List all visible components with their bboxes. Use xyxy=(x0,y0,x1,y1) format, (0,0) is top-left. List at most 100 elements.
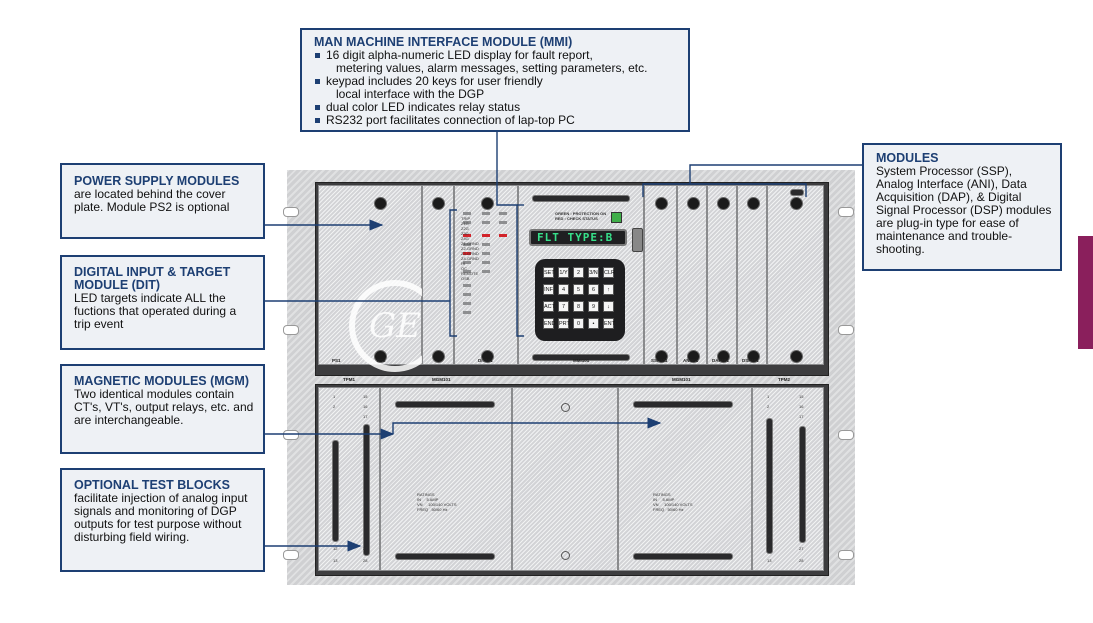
screw-icon xyxy=(432,197,445,210)
test-block-slot xyxy=(766,418,773,554)
list-item: 16 digit alpha-numeric LED display for f… xyxy=(314,49,680,75)
callout-title: MAN MACHINE INTERFACE MODULE (MMI) xyxy=(314,35,573,49)
rack-mount-hole xyxy=(283,550,299,560)
rs232-port[interactable] xyxy=(632,228,643,252)
label-mgm-right: MGM101 xyxy=(672,377,691,382)
keypad-key[interactable]: PRT xyxy=(558,318,570,329)
keypad-key[interactable]: END xyxy=(543,318,556,329)
keypad-key[interactable]: 0 xyxy=(573,318,584,329)
keypad-key[interactable]: ↑ xyxy=(603,284,614,295)
leader-line-mmi xyxy=(496,132,524,337)
list-item: dual color LED indicates relay status xyxy=(314,101,680,114)
keypad-key[interactable]: ENT xyxy=(603,318,615,329)
callout-power-supply: POWER SUPPLY MODULES are located behind … xyxy=(60,163,265,239)
keypad-key[interactable]: 3/N xyxy=(588,267,599,278)
keypad-key[interactable]: ↓ xyxy=(603,301,614,312)
keypad-key[interactable]: 9 xyxy=(588,301,599,312)
test-block-slot xyxy=(799,426,806,543)
center-blank-panel xyxy=(512,387,618,571)
callout-mgm: MAGNETIC MODULES (MGM) Two identical mod… xyxy=(60,364,265,454)
callout-test-blocks: OPTIONAL TEST BLOCKS facilitate injectio… xyxy=(60,468,265,572)
mgm-module-left: RATINGS IN 5 AMP VN 100/140 VOLTS FREQ 5… xyxy=(380,387,512,571)
screw-icon xyxy=(432,350,445,363)
screw-icon xyxy=(687,197,700,210)
screw-icon xyxy=(747,197,760,210)
ratings-label: RATINGS IN 5 AMP VN 100/140 VOLTS FREQ 5… xyxy=(653,492,693,512)
callout-title: MAGNETIC MODULES (MGM) xyxy=(74,374,249,388)
callout-body: LED targets indicate ALL the fuctions th… xyxy=(74,291,237,331)
callout-title: DIGITAL INPUT & TARGET MODULE (DIT) xyxy=(74,265,231,292)
test-block-right: 1 2 11 12 13 15 16 17 27 28 xyxy=(752,387,824,571)
screw-icon xyxy=(374,197,387,210)
handle-slot xyxy=(395,553,495,560)
screw-icon xyxy=(747,350,760,363)
handle-slot xyxy=(633,401,733,408)
dit-led-labels: TRIP Z1G Z2G Z3G Z4G Z1-GRND Z2-GRND Z3-… xyxy=(461,216,479,281)
keypad-key[interactable]: SET xyxy=(543,267,555,278)
test-block-slot xyxy=(332,440,339,542)
relay-rack: GE TRIP Z1G Z2G Z3G Z4G Z1-GRND Z2-GRND … xyxy=(283,170,855,585)
callout-body: Two identical modules contain CT's, VT's… xyxy=(74,387,254,427)
screw-icon xyxy=(790,350,803,363)
rack-mount-hole xyxy=(838,550,854,560)
module-label-dit: DIT101 xyxy=(478,358,493,363)
callout-title: MODULES xyxy=(876,151,939,165)
callout-dit: DIGITAL INPUT & TARGET MODULE (DIT) LED … xyxy=(60,255,265,350)
handle-slot xyxy=(532,354,630,361)
callout-modules: MODULES System Processor (SSP), Analog I… xyxy=(862,143,1062,271)
alphanumeric-display: FLT TYPE:B xyxy=(529,229,627,246)
ani-module xyxy=(677,185,707,365)
screw-icon xyxy=(481,350,494,363)
screw-icon xyxy=(717,197,730,210)
mgm-module-right: RATINGS IN 5 AMP VN 100/140 VOLTS FREQ 5… xyxy=(618,387,752,571)
module-label-dsp: DSP101 xyxy=(742,358,759,363)
keypad-key[interactable]: 1/Y xyxy=(558,267,569,278)
keypad-key[interactable]: • xyxy=(588,318,599,329)
bracket-modules xyxy=(642,183,807,197)
label-tpm2: TPM2 xyxy=(778,377,791,382)
keypad-key[interactable]: 4 xyxy=(558,284,569,295)
rack-mount-hole xyxy=(838,325,854,335)
callout-body: facilitate injection of analog input sig… xyxy=(74,491,248,544)
label-mgm-left: MGM101 xyxy=(432,377,451,382)
screw-icon xyxy=(374,350,387,363)
dap-module xyxy=(707,185,737,365)
fastener-icon xyxy=(561,403,570,412)
handle-slot xyxy=(633,553,733,560)
module-label-mmi: MMI101 xyxy=(573,358,590,363)
list-item: RS232 port facilitates connection of lap… xyxy=(314,114,680,127)
dsp-module xyxy=(737,185,767,365)
callout-title: POWER SUPPLY MODULES xyxy=(74,174,240,188)
list-item: keypad includes 20 keys for user friendl… xyxy=(314,75,680,101)
power-supply-cover-plate: GE xyxy=(318,185,441,372)
callout-body: System Processor (SSP), Analog Interface… xyxy=(876,164,1052,256)
keypad-key[interactable]: INF xyxy=(543,284,554,295)
test-block-slot xyxy=(363,424,370,556)
keypad-key[interactable]: CLR xyxy=(603,267,615,278)
screw-icon xyxy=(655,350,668,363)
screw-icon xyxy=(481,197,494,210)
rack-mount-hole xyxy=(838,207,854,217)
side-tab xyxy=(1078,236,1093,349)
keypad-key[interactable]: 5 xyxy=(573,284,584,295)
leader-line-modules xyxy=(689,164,862,184)
keypad-key[interactable]: 6 xyxy=(588,284,599,295)
bracket-dit xyxy=(449,209,457,337)
blank-module xyxy=(767,185,824,365)
module-label-ps1: PS1 xyxy=(332,358,341,363)
test-block-left: 1 2 11 12 13 15 16 17 27 28 xyxy=(318,387,380,571)
callout-mmi: MAN MACHINE INTERFACE MODULE (MMI) 16 di… xyxy=(300,28,690,132)
module-label-ani: ANI101 xyxy=(683,358,699,363)
ssp-module xyxy=(644,185,677,365)
keypad-key[interactable]: 8 xyxy=(573,301,584,312)
module-label-dap: DAP101 xyxy=(712,358,730,363)
screw-icon xyxy=(655,197,668,210)
keypad-key[interactable]: 2 xyxy=(573,267,584,278)
status-led xyxy=(611,212,622,223)
ratings-label: RATINGS IN 5 AMP VN 100/140 VOLTS FREQ 5… xyxy=(417,492,457,512)
keypad-key[interactable]: 7 xyxy=(558,301,569,312)
fastener-icon xyxy=(561,551,570,560)
keypad-key[interactable]: ACT xyxy=(543,301,555,312)
status-legend: GREEN : PROTECTION ON RED : CHECK STATUS xyxy=(555,211,607,221)
